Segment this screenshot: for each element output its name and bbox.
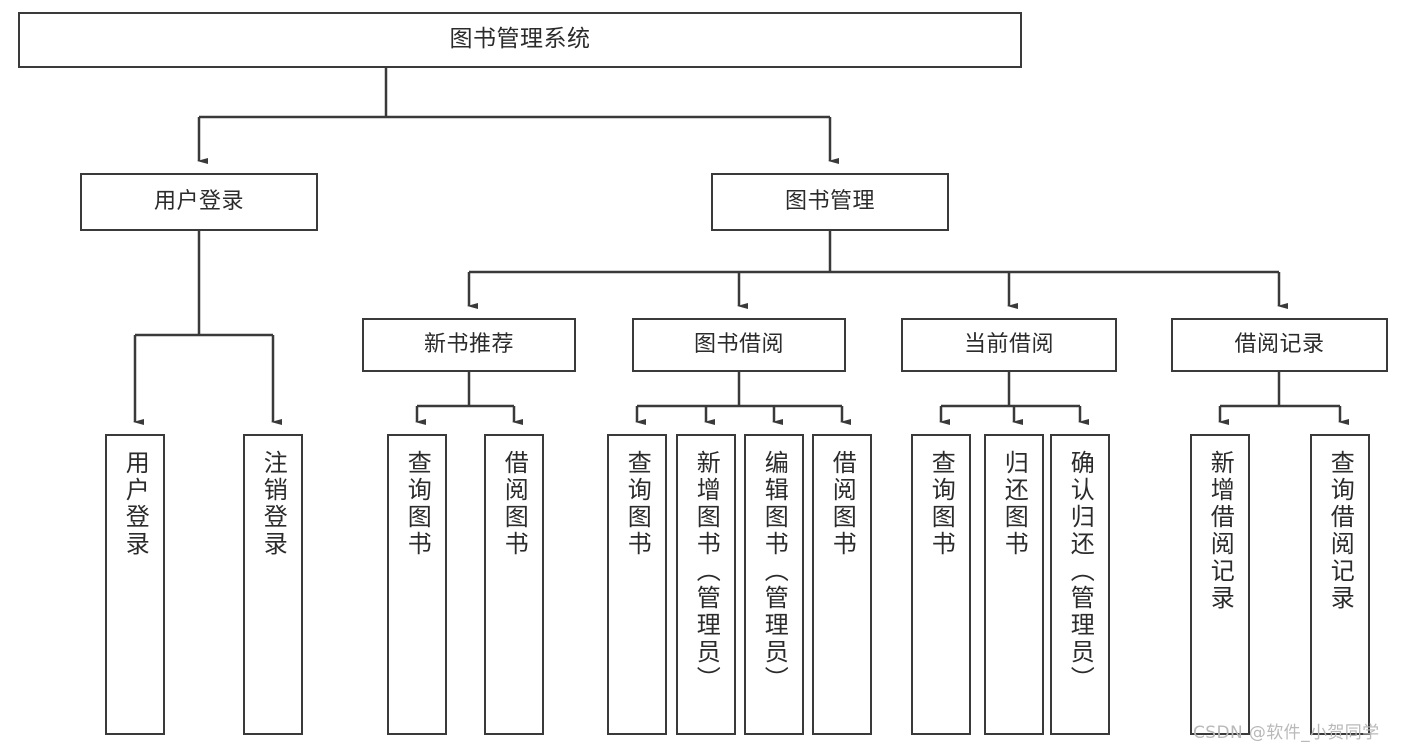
node-new-book-recommend[interactable]: 新书推荐 <box>362 318 576 372</box>
node-leaf-confirm-return-label: 确认归还（管理员） <box>1066 450 1095 693</box>
node-leaf-confirm-return[interactable]: 确认归还（管理员） <box>1050 434 1110 735</box>
node-leaf-borrow-book-2[interactable]: 借阅图书 <box>812 434 872 735</box>
node-current-borrow-label: 当前借阅 <box>963 331 1054 357</box>
node-book-borrow[interactable]: 图书借阅 <box>632 318 846 372</box>
node-leaf-query-book-2[interactable]: 查询图书 <box>607 434 667 735</box>
node-leaf-return-book-label: 归还图书 <box>1000 450 1029 558</box>
node-leaf-query-record-label: 查询借阅记录 <box>1326 450 1355 612</box>
node-leaf-query-book-3[interactable]: 查询图书 <box>911 434 971 735</box>
node-leaf-add-book-label: 新增图书（管理员） <box>692 450 721 693</box>
node-leaf-edit-book-label: 编辑图书（管理员） <box>760 450 789 693</box>
node-leaf-return-book[interactable]: 归还图书 <box>984 434 1044 735</box>
node-leaf-borrow-book-2-label: 借阅图书 <box>828 450 857 558</box>
node-leaf-borrow-book-1-label: 借阅图书 <box>500 450 529 558</box>
node-leaf-user-login[interactable]: 用户登录 <box>105 434 165 735</box>
node-borrow-record-label: 借阅记录 <box>1234 331 1325 357</box>
node-book-borrow-label: 图书借阅 <box>693 331 784 357</box>
node-leaf-logout[interactable]: 注销登录 <box>243 434 303 735</box>
node-leaf-query-book-1[interactable]: 查询图书 <box>387 434 447 735</box>
node-leaf-user-login-label: 用户登录 <box>121 450 150 558</box>
node-leaf-edit-book[interactable]: 编辑图书（管理员） <box>744 434 804 735</box>
node-book-manage[interactable]: 图书管理 <box>711 173 949 231</box>
node-leaf-add-record-label: 新增借阅记录 <box>1206 450 1235 612</box>
node-leaf-logout-label: 注销登录 <box>259 450 288 558</box>
node-leaf-query-book-2-label: 查询图书 <box>623 450 652 558</box>
node-leaf-borrow-book-1[interactable]: 借阅图书 <box>484 434 544 735</box>
csdn-watermark: CSDN @软件_小贺同学 <box>1193 723 1380 743</box>
node-current-borrow[interactable]: 当前借阅 <box>901 318 1117 372</box>
node-leaf-query-book-1-label: 查询图书 <box>403 450 432 558</box>
node-leaf-query-book-3-label: 查询图书 <box>927 450 956 558</box>
node-user-login[interactable]: 用户登录 <box>80 173 318 231</box>
node-new-book-recommend-label: 新书推荐 <box>423 331 514 357</box>
node-user-login-label: 用户登录 <box>153 188 244 214</box>
node-leaf-add-record[interactable]: 新增借阅记录 <box>1190 434 1250 735</box>
node-leaf-add-book[interactable]: 新增图书（管理员） <box>676 434 736 735</box>
node-book-manage-label: 图书管理 <box>784 188 875 214</box>
node-root-system[interactable]: 图书管理系统 <box>18 12 1022 68</box>
node-borrow-record[interactable]: 借阅记录 <box>1171 318 1388 372</box>
node-leaf-query-record[interactable]: 查询借阅记录 <box>1310 434 1370 735</box>
node-root-label: 图书管理系统 <box>449 26 591 53</box>
